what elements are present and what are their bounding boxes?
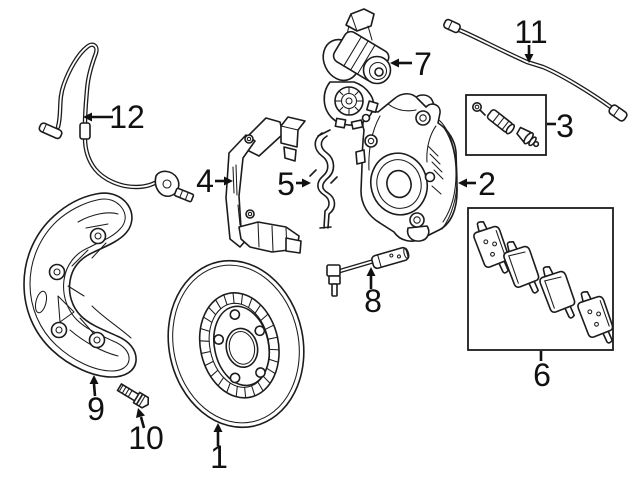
callout-12-label: 12 [109, 99, 145, 135]
brake-hose-drawing [443, 18, 628, 122]
brake-caliper-drawing [355, 92, 458, 242]
callout-11: 11 [514, 14, 548, 63]
callout-9-label: 9 [87, 391, 105, 427]
brake-rotor-drawing [167, 259, 305, 429]
callout-8: 8 [364, 267, 382, 319]
callout-10-label: 10 [128, 420, 164, 456]
guide-pin-kit-box [465, 94, 547, 156]
caliper-mounting-bracket-drawing [225, 116, 306, 254]
callout-9: 9 [87, 375, 105, 427]
callout-6-label: 6 [533, 357, 551, 393]
pad-retaining-spring-drawing [309, 129, 338, 229]
callout-3-label: 3 [556, 108, 574, 144]
callout-4-label: 4 [196, 163, 214, 199]
callout-8-label: 8 [364, 283, 382, 319]
callout-5: 5 [277, 166, 311, 202]
brake-dust-shield-drawing [23, 192, 137, 378]
callout-7-label: 7 [414, 46, 432, 82]
parking-brake-actuator-drawing [322, 8, 392, 130]
callout-2-label: 2 [478, 166, 496, 202]
callout-3: 3 [547, 108, 574, 144]
callout-12: 12 [83, 99, 145, 135]
abs-speed-sensor-drawing [38, 42, 195, 203]
callout-4: 4 [196, 163, 233, 199]
callout-2: 2 [458, 166, 496, 202]
callout-6: 6 [533, 351, 551, 393]
callout-7: 7 [390, 46, 432, 82]
callout-10: 10 [128, 408, 164, 456]
brake-pad-kit-box [467, 207, 618, 351]
callout-1: 1 [210, 423, 228, 475]
pad-wear-sensor-drawing [326, 246, 410, 297]
callout-1-label: 1 [210, 439, 228, 475]
mounting-bolt-drawing [116, 383, 150, 409]
callout-11-label: 11 [514, 14, 547, 50]
callout-5-label: 5 [277, 166, 295, 202]
